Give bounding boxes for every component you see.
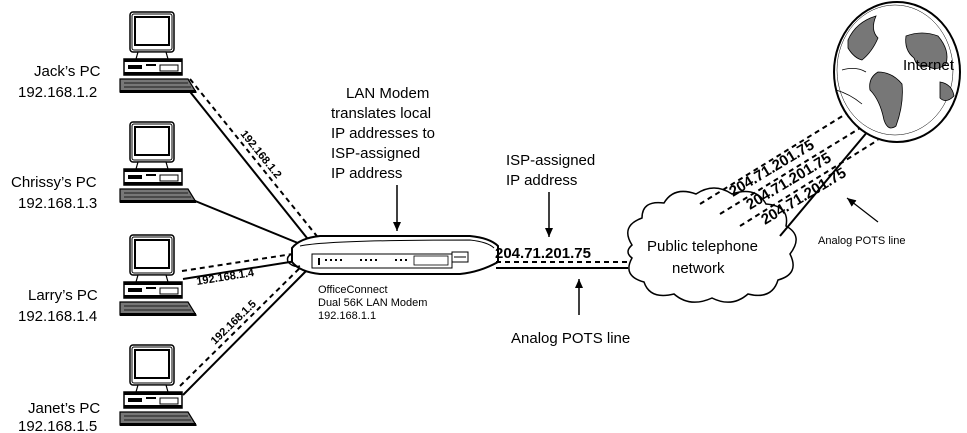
- modem-ip: 192.168.1.1: [318, 310, 376, 322]
- telephone-cloud: [627, 187, 797, 303]
- pc-name-janet: Janet’s PC: [28, 400, 100, 417]
- modem-note-1: LAN Modem: [346, 85, 429, 102]
- pc-name-chrissy: Chrissy’s PC: [11, 174, 97, 191]
- link-ip-janet: 192.168.1.5: [209, 298, 259, 347]
- isp-label-2: IP address: [506, 172, 577, 189]
- isp-address: 204.71.201.75: [495, 245, 591, 262]
- analog-label-top: Analog POTS line: [818, 235, 905, 247]
- lan-modem-device: [286, 235, 499, 275]
- cloud-label-2: network: [672, 260, 725, 277]
- internet-dashed-2: [719, 121, 871, 215]
- pc-icon-janet: [119, 344, 197, 427]
- internet-dashed-1: [699, 103, 863, 205]
- modem-name-2: Dual 56K LAN Modem: [318, 297, 427, 309]
- internet-label: Internet: [903, 57, 955, 74]
- analog-arrow-top: [846, 197, 879, 223]
- modem-note-3: IP addresses to: [331, 125, 435, 142]
- modem-name-1: OfficeConnect: [318, 284, 388, 296]
- modem-note-2: translates local: [331, 105, 431, 122]
- pc-ip-chrissy: 192.168.1.3: [18, 195, 97, 212]
- pc-name-larry: Larry’s PC: [28, 287, 98, 304]
- globe-icon: [833, 1, 961, 143]
- isp-label-1: ISP-assigned: [506, 152, 595, 169]
- modem-note-4: ISP-assigned: [331, 145, 420, 162]
- pc-icon-chrissy: [119, 121, 197, 204]
- modem-note-5: IP address: [331, 165, 402, 182]
- pc-icon-jack: [119, 11, 197, 94]
- lan-links: [179, 78, 321, 396]
- pc-ip-larry: 192.168.1.4: [18, 308, 97, 325]
- link-ip-jack: 192.168.1.2: [238, 128, 284, 181]
- pc-ip-janet: 192.168.1.5: [18, 418, 97, 433]
- pc-icon-larry: [119, 234, 197, 317]
- pc-ip-jack: 192.168.1.2: [18, 84, 97, 101]
- cloud-label-1: Public telephone: [647, 238, 758, 255]
- pc-name-jack: Jack’s PC: [34, 63, 101, 80]
- internet-dashed-3: [739, 139, 879, 227]
- analog-label-bottom: Analog POTS line: [511, 330, 630, 347]
- link-ip-larry: 192.168.1.4: [196, 267, 256, 288]
